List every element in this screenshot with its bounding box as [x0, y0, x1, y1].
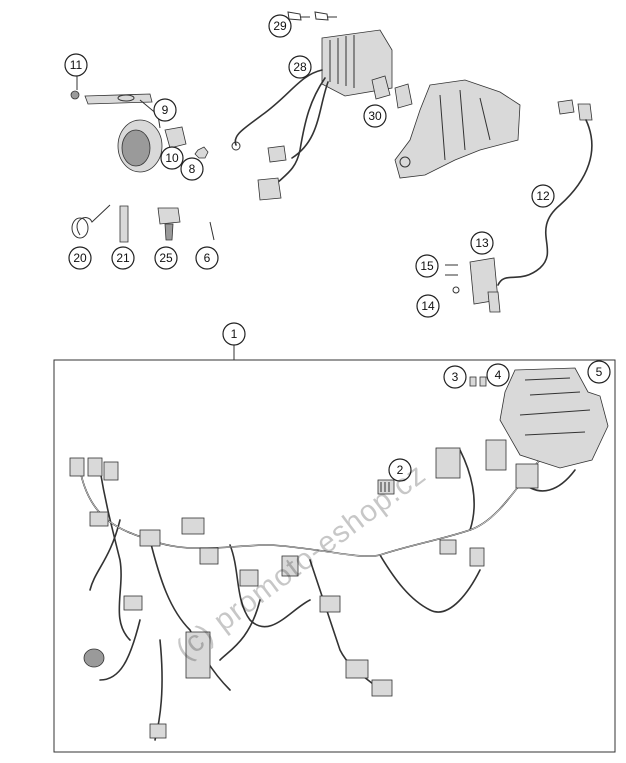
svg-text:2: 2	[397, 463, 404, 477]
callout-15: 15	[415, 254, 439, 278]
svg-text:30: 30	[368, 109, 382, 123]
svg-text:5: 5	[596, 365, 603, 379]
callout-9: 9	[153, 98, 177, 122]
callout-12: 12	[531, 184, 555, 208]
callout-10: 10	[160, 146, 184, 170]
svg-text:29: 29	[273, 19, 287, 33]
svg-text:28: 28	[293, 60, 307, 74]
callout-3: 3	[443, 365, 467, 389]
svg-text:20: 20	[73, 251, 87, 265]
fuse-box-assembly	[377, 367, 609, 495]
callout-14: 14	[416, 294, 440, 318]
callout-6: 6	[195, 246, 219, 270]
svg-text:14: 14	[421, 299, 435, 313]
harness-connectors	[69, 439, 539, 739]
small-parts-group	[71, 204, 215, 243]
callout-21: 21	[111, 246, 135, 270]
callout-11: 11	[64, 53, 88, 77]
svg-text:6: 6	[204, 251, 211, 265]
ecu-holder-bracket	[371, 75, 521, 179]
callout-1: 1	[222, 322, 246, 346]
svg-text:9: 9	[162, 103, 169, 117]
svg-text:25: 25	[159, 251, 173, 265]
callout-28: 28	[288, 55, 312, 79]
callout-4: 4	[486, 363, 510, 387]
svg-text:4: 4	[495, 368, 502, 382]
svg-text:10: 10	[165, 151, 179, 165]
svg-text:13: 13	[475, 236, 489, 250]
callout-5: 5	[587, 360, 611, 384]
callout-30: 30	[363, 104, 387, 128]
callout-20: 20	[68, 246, 92, 270]
callout-29: 29	[268, 14, 292, 38]
sensor-cable-assembly	[445, 99, 593, 313]
horn-assembly	[70, 75, 209, 173]
callout-13: 13	[470, 231, 494, 255]
voltage-regulator-assembly	[231, 11, 393, 201]
main-wiring-harness	[79, 449, 576, 741]
svg-text:3: 3	[452, 370, 459, 384]
callout-2: 2	[388, 458, 412, 482]
svg-text:21: 21	[116, 251, 130, 265]
svg-text:12: 12	[536, 189, 550, 203]
callout-25: 25	[154, 246, 178, 270]
svg-text:11: 11	[70, 58, 83, 72]
svg-text:15: 15	[420, 259, 434, 273]
svg-text:1: 1	[231, 327, 238, 341]
main-harness-frame	[53, 359, 616, 753]
svg-text:8: 8	[189, 162, 196, 176]
callout-8: 8	[180, 157, 204, 181]
